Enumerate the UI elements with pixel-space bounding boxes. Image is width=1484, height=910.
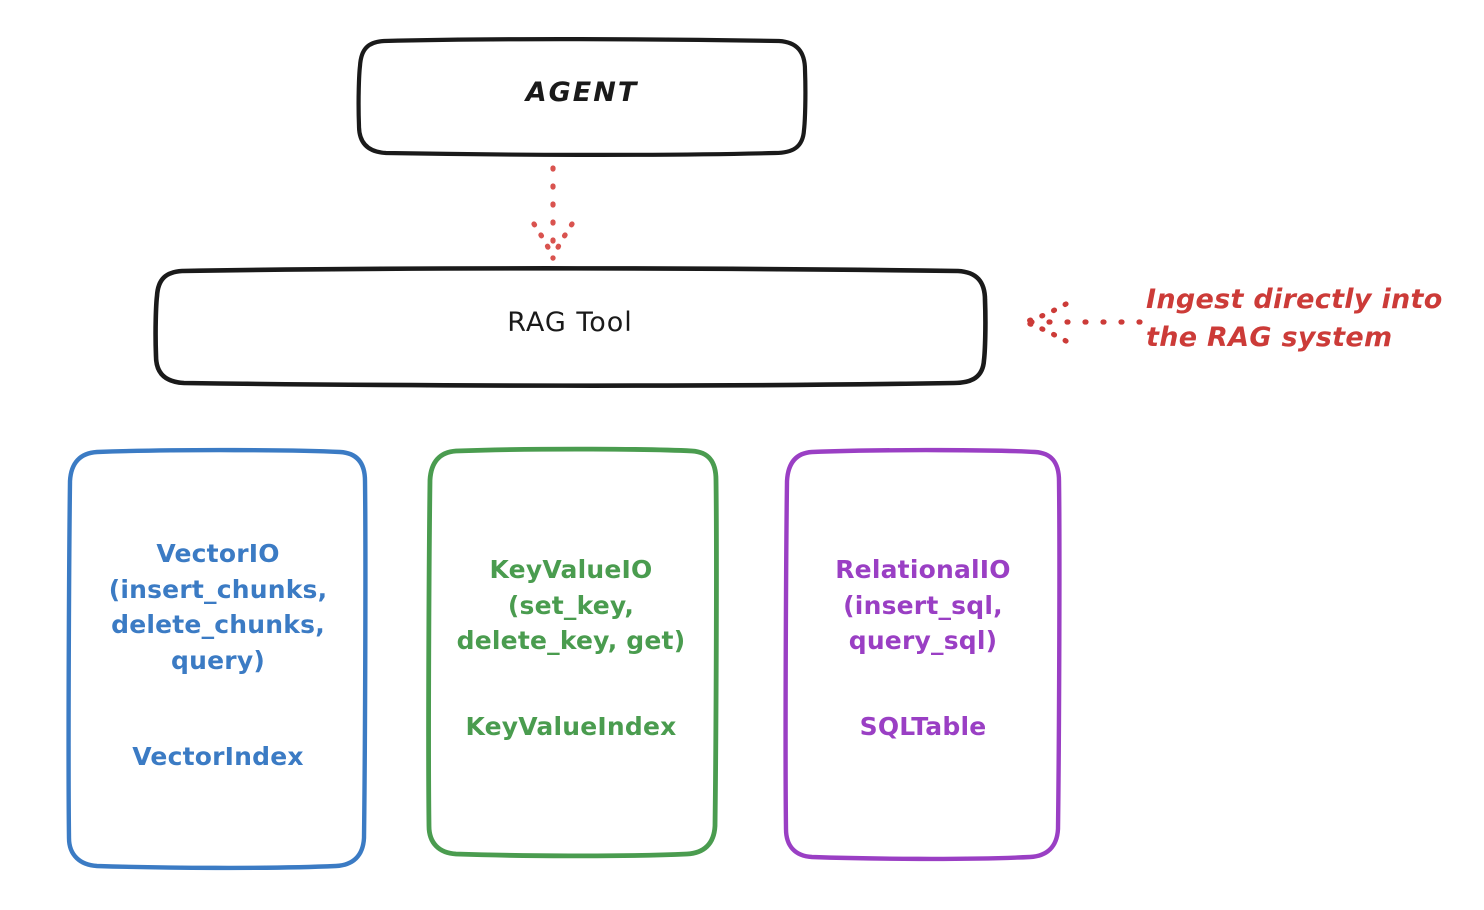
vector-io-box-outline bbox=[66, 447, 368, 871]
relational-io-box-outline bbox=[783, 447, 1062, 862]
key-value-io-box-outline bbox=[426, 446, 719, 859]
relational-io-node[interactable] bbox=[783, 447, 1062, 862]
rag-tool-box-outline bbox=[153, 266, 988, 388]
agent-to-rag-connector bbox=[531, 165, 575, 261]
agent-box-outline bbox=[356, 37, 808, 157]
agent-node[interactable] bbox=[356, 37, 808, 157]
vector-io-node[interactable] bbox=[66, 447, 368, 871]
annotation-to-rag-connector bbox=[1025, 301, 1143, 344]
key-value-io-node[interactable] bbox=[426, 446, 719, 859]
dotted-arrow-left-head-bottom bbox=[1025, 320, 1069, 344]
dotted-arrow-down-head-right bbox=[550, 221, 575, 261]
rag-tool-node[interactable] bbox=[153, 266, 988, 388]
dotted-arrow-left-head-top bbox=[1025, 301, 1069, 324]
dotted-arrow-down-head-left bbox=[531, 221, 556, 261]
